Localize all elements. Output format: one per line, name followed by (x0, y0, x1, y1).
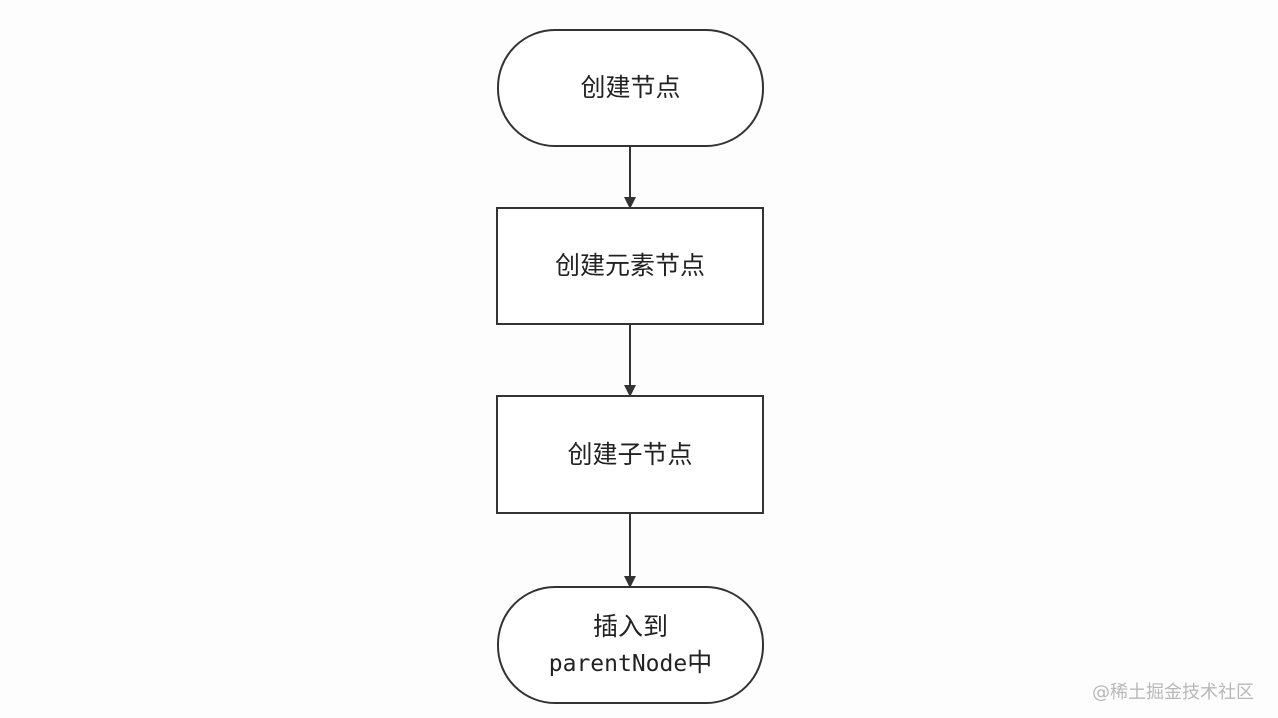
watermark: @稀土掘金技术社区 (1092, 682, 1254, 703)
end-node-label-suffix: 中 (687, 647, 713, 677)
create-element-node-label: 创建元素节点 (554, 251, 705, 280)
end-node-label-line1: 插入到 (592, 611, 668, 641)
start-node-label: 创建节点 (580, 73, 681, 102)
start-terminal-node: 创建节点 (497, 29, 764, 147)
create-element-node: 创建元素节点 (496, 207, 764, 325)
end-node-text: 插入到 parentNode中 (549, 609, 713, 682)
create-child-node-label: 创建子节点 (567, 439, 693, 469)
end-node-label-line2: parentNode中 (549, 645, 713, 682)
parent-node-code: parentNode (548, 650, 688, 677)
end-terminal-node: 插入到 parentNode中 (497, 586, 764, 704)
create-child-node: 创建子节点 (496, 395, 764, 514)
